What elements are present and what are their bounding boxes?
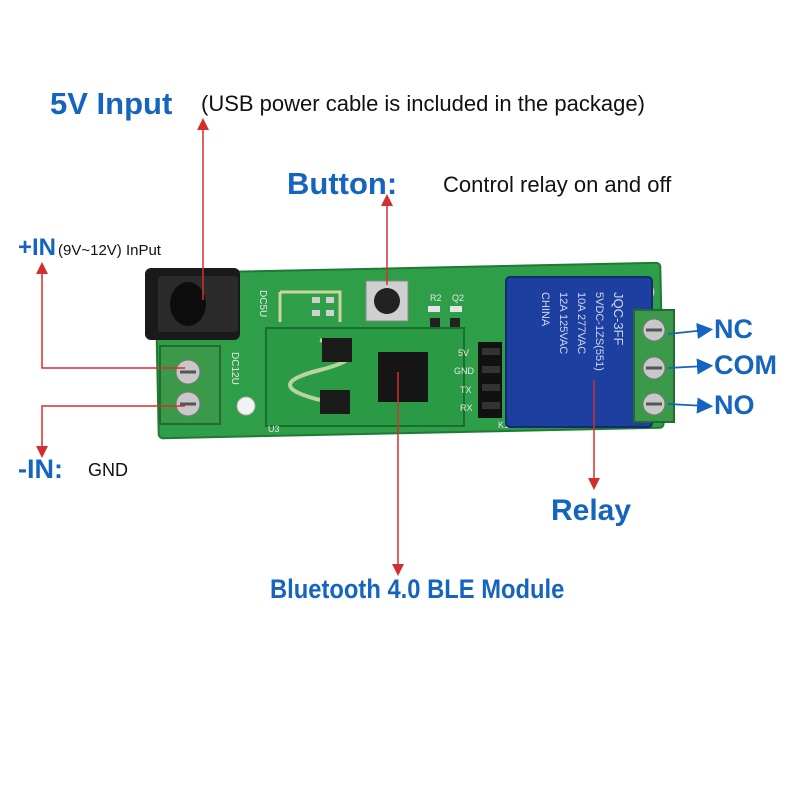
label-5v-input-note: (USB power cable is included in the pack… [201, 91, 645, 116]
arrow-nc [667, 322, 714, 339]
relay-line4-text: CHINA [539, 292, 551, 327]
uart-header: 5V GND TX RX K1 [454, 342, 509, 430]
label-plus-in-note: (9V~12V) InPut [58, 242, 161, 259]
ble-module: U3 [265, 327, 465, 434]
dc5v-text: DC5U [257, 290, 268, 317]
pin-tx-text: TX [460, 385, 472, 395]
relay-line1-text: 5VDC-1ZS(551) [593, 292, 605, 371]
relay-brand-text: JQC-3FF [611, 292, 626, 346]
input-terminal-block: DC12U [159, 345, 240, 425]
arrow-no [667, 397, 714, 414]
u3-text: U3 [268, 424, 280, 434]
pin-gnd-text: GND [454, 366, 475, 376]
label-plus-in: +IN [18, 234, 57, 261]
mount-hole [236, 396, 256, 416]
dc12v-text: DC12U [229, 352, 240, 385]
dc-barrel-jack: DC5U [145, 268, 268, 340]
label-button-note: Control relay on and off [443, 172, 672, 197]
relay-component: JQC-3FF 5VDC-1ZS(551) 10A 277VAC 12A 125… [505, 276, 653, 428]
r2-text: R2 [430, 293, 442, 303]
relay-line3-text: 12A 125VAC [557, 292, 569, 354]
label-minus-in: -IN: [18, 454, 63, 484]
pin-rx-text: RX [460, 403, 473, 413]
label-ble-module: Bluetooth 4.0 BLE Module [270, 574, 565, 604]
terminal-arrows [667, 322, 714, 414]
q2-text: Q2 [452, 293, 464, 303]
label-minus-in-note: GND [88, 460, 128, 480]
label-5v-input: 5V Input [50, 86, 173, 121]
pcb-antenna [278, 290, 342, 322]
label-relay: Relay [551, 494, 632, 527]
arrow-plus-in [36, 262, 185, 369]
arrow-com [667, 358, 714, 375]
callout-arrows [36, 118, 600, 576]
k1-text: K1 [498, 420, 509, 430]
smd-components: R2 Q2 [428, 293, 464, 327]
push-button [365, 280, 409, 322]
pin-5v-text: 5V [458, 348, 469, 358]
label-nc: NC [714, 314, 753, 344]
label-no: NO [714, 390, 755, 420]
label-com: COM [714, 350, 777, 380]
label-button: Button: [287, 166, 398, 201]
arrow-minus-in [36, 405, 185, 458]
relay-terminal-block [633, 309, 675, 423]
relay-line2-text: 10A 277VAC [575, 292, 587, 354]
